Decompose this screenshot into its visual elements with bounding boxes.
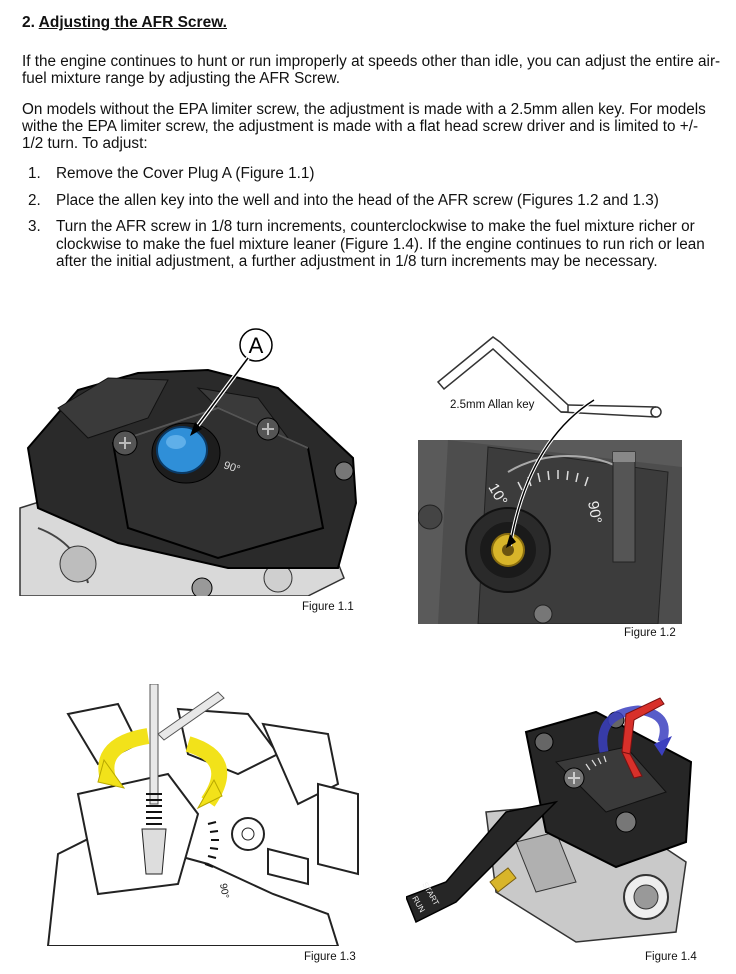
figure-1-3-allen-key-in-well: 90° <box>46 684 359 946</box>
method-paragraph: On models without the EPA limiter screw,… <box>22 101 706 152</box>
allen-key-label: 2.5mm Allan key <box>450 399 535 411</box>
step-text: Turn the AFR screw in 1/8 turn increment… <box>56 218 705 270</box>
ninety-degree-mark: 90° <box>584 500 605 525</box>
steps-list: 1. Remove the Cover Plug A (Figure 1.1) … <box>22 165 722 271</box>
step-number: 1. <box>28 165 41 182</box>
step-text: Remove the Cover Plug A (Figure 1.1) <box>56 165 315 182</box>
step-number: 3. <box>28 218 41 235</box>
section-title: Adjusting the AFR Screw. <box>38 14 227 31</box>
section-heading: 2. Adjusting the AFR Screw. <box>22 14 227 32</box>
step-text: Place the allen key into the well and in… <box>56 191 659 209</box>
figure-1-3-caption: Figure 1.3 <box>304 951 356 963</box>
section-number: 2. <box>22 14 35 31</box>
figure-1-4-turn-direction: START RUN <box>406 697 693 943</box>
figure-1-2-caption: Figure 1.2 <box>624 627 676 639</box>
step-number: 2. <box>28 191 41 209</box>
list-item: 3. Turn the AFR screw in 1/8 turn increm… <box>22 218 722 271</box>
ninety-degree-mark: 90° <box>222 459 242 476</box>
figure-1-1-carburetor-cover: 90° A <box>19 328 358 596</box>
list-item: 1. Remove the Cover Plug A (Figure 1.1) <box>22 165 722 183</box>
intro-paragraph: If the engine continues to hunt or run i… <box>22 53 721 87</box>
ninety-degree-mark: 90° <box>217 883 230 900</box>
figure-1-4-caption: Figure 1.4 <box>645 951 697 963</box>
list-item: 2. Place the allen key into the well and… <box>22 192 722 210</box>
figure-1-2-allen-key-insertion: 10° 90° 2.5mm Allan key <box>418 336 682 624</box>
callout-a-label: A <box>249 333 264 358</box>
figure-1-1-caption: Figure 1.1 <box>302 601 354 613</box>
